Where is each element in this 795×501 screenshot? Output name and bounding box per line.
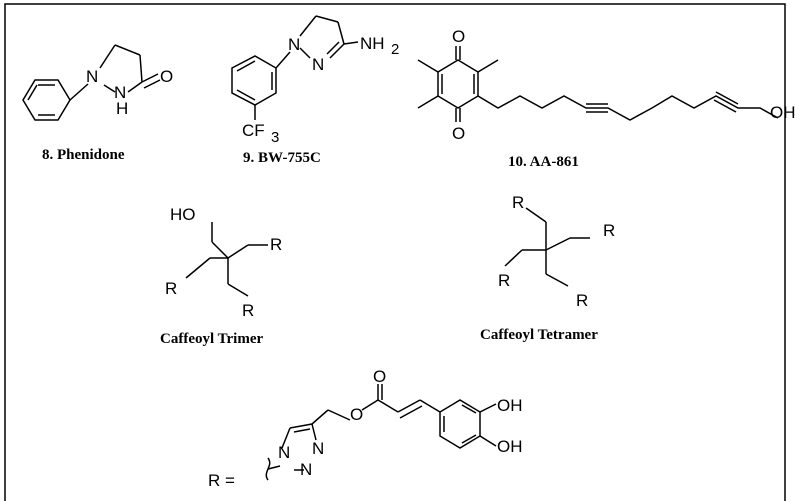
phenidone-nh-n-atom: N xyxy=(114,83,126,102)
r-group-oh2-atom: OH xyxy=(497,437,523,456)
bw755c-caption: 9. BW-755C xyxy=(243,150,321,166)
tetramer-r2-atom: R xyxy=(603,221,615,240)
tetramer-r1-atom: R xyxy=(512,193,524,212)
trimer-r3-atom: R xyxy=(242,301,254,320)
bw755c-cf-atom: CF xyxy=(242,121,265,140)
trimer-structure xyxy=(185,222,268,297)
tetramer-structure xyxy=(504,207,590,287)
tetramer-caption: Caffeoyl Tetramer xyxy=(480,327,598,343)
figure-border xyxy=(4,3,786,501)
tetramer-r4-atom: R xyxy=(576,291,588,310)
bw755c-n2-atom: N xyxy=(312,55,324,74)
aa861-o-bottom-atom: O xyxy=(452,124,465,143)
r-group-n3-atom: N xyxy=(300,460,312,479)
aa861-structure xyxy=(417,46,779,122)
phenidone-caption: 8. Phenidone xyxy=(42,147,125,163)
trimer-caption: Caffeoyl Trimer xyxy=(160,331,263,347)
phenidone-n1-atom: N xyxy=(86,67,98,86)
tetramer-r3-atom: R xyxy=(498,271,510,290)
phenidone-structure xyxy=(22,44,161,121)
r-group-n2-atom: N xyxy=(312,439,324,458)
bw755c-nh2-subscript: 2 xyxy=(391,41,399,58)
trimer-r1-atom: R xyxy=(270,235,282,254)
aa861-caption: 10. AA-861 xyxy=(508,154,579,170)
phenidone-o-atom: O xyxy=(160,67,173,86)
aa861-o-top-atom: O xyxy=(452,27,465,46)
bw755c-n1-atom: N xyxy=(288,35,300,54)
r-group-oh1-atom: OH xyxy=(497,396,523,415)
phenidone-nh-h-atom: H xyxy=(116,99,128,118)
r-group-o-carbonyl-atom: O xyxy=(373,367,386,386)
r-group-o-ester-atom: O xyxy=(350,405,363,424)
trimer-ho-atom: HO xyxy=(170,205,196,224)
aa861-oh-atom: OH xyxy=(770,103,795,122)
r-group-label: R = xyxy=(208,471,235,490)
trimer-r2-atom: R xyxy=(165,279,177,298)
bw755c-nh2-atom: NH xyxy=(360,34,385,53)
bw755c-structure xyxy=(231,15,359,120)
r-group-structure xyxy=(265,384,497,481)
r-group-n1-atom: N xyxy=(278,443,290,462)
bw755c-cf-subscript: 3 xyxy=(271,129,279,146)
